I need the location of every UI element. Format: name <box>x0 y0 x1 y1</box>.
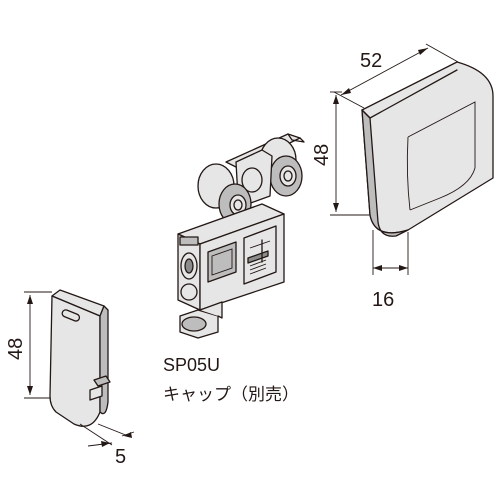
end-cap-large <box>361 61 494 237</box>
dim-side-cap-depth: 5 <box>79 423 135 468</box>
caption-label: キャップ（別売） <box>163 385 299 404</box>
dim-cap-depth: 16 <box>372 230 409 311</box>
dim-side-cap-height: 48 <box>5 291 52 399</box>
dim-cap-height: 48 <box>311 91 370 216</box>
model-label: SP05U <box>163 355 220 375</box>
dim-cap-depth-label: 16 <box>372 289 394 311</box>
dim-cap-width-label: 52 <box>360 50 382 72</box>
dim-cap-width: 52 <box>333 43 459 109</box>
dim-side-cap-depth-label: 5 <box>115 446 126 468</box>
sp05u-hanger <box>177 133 305 339</box>
dim-side-cap-height-label: 48 <box>5 338 27 360</box>
side-cap <box>49 289 111 427</box>
dim-cap-height-label: 48 <box>311 144 333 166</box>
